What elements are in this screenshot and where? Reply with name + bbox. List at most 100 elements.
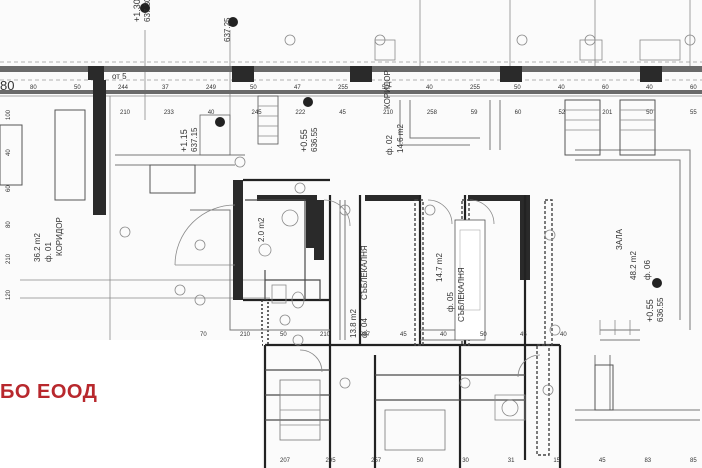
room-label-04: 13.8 m2 ф. 04 СЪБЛЕКАЛНЯ — [349, 245, 369, 338]
dimension-label: 210 — [6, 253, 12, 264]
svg-text:ф. 06: ф. 06 — [643, 260, 652, 280]
dimension-label: 257 — [360, 332, 371, 338]
dimension-label: 80 — [6, 221, 12, 228]
dimension-label: 60 — [6, 185, 12, 192]
dimension-label: 257 — [371, 458, 382, 464]
dimension-label: 210 — [383, 110, 394, 116]
dimension-label: 255 — [338, 85, 349, 91]
dimension-label: 60 — [690, 85, 697, 91]
svg-text:ЗАЛА: ЗАЛА — [615, 228, 624, 250]
svg-text:+0.55: +0.55 — [645, 299, 655, 322]
svg-text:ф. 01: ф. 01 — [44, 242, 53, 262]
svg-text:+1.15: +1.15 — [179, 129, 189, 152]
lower-left-blank — [0, 340, 262, 468]
dimension-label: 50 — [280, 332, 287, 338]
dimension-label: 40 — [426, 85, 433, 91]
dimension-label: 207 — [280, 458, 291, 464]
dimension-label: 258 — [427, 110, 438, 116]
dimension-label: 83 — [644, 458, 651, 464]
dimension-label: 201 — [602, 110, 613, 116]
elevation-1: +1.30 637.30 — [132, 0, 152, 22]
svg-text:637.25: 637.25 — [223, 17, 232, 42]
dimension-label: 85 — [690, 458, 697, 464]
dimension-label: 40 — [646, 85, 653, 91]
dimension-label: 70 — [200, 332, 207, 338]
dimension-label: 222 — [295, 110, 306, 116]
dimension-label: 45 — [339, 110, 346, 116]
dimension-label: 210 — [240, 332, 251, 338]
dimension-label: 80 — [30, 85, 37, 91]
stair — [257, 95, 279, 145]
dimension-label: 31 — [508, 458, 515, 464]
dimension-label: 233 — [164, 110, 175, 116]
dimension-row-bottom: 207 205 257 50 30 31 15 45 83 85 — [280, 458, 697, 464]
dimension-label: 15 — [553, 458, 560, 464]
dimension-label: 205 — [326, 458, 337, 464]
dimension-label: 60 — [515, 110, 522, 116]
svg-text:КОРИДОР: КОРИДОР — [55, 217, 64, 256]
svg-text:636.55: 636.55 — [310, 127, 319, 152]
svg-text:13.8 m2: 13.8 m2 — [349, 309, 358, 338]
dimension-label: 59 — [471, 110, 478, 116]
dimension-label: 50 — [514, 85, 521, 91]
dimension-label: 50 — [382, 85, 389, 91]
door-swings — [174, 199, 541, 378]
dimension-row-low: 70 210 50 210 257 45 40 50 45 40 — [200, 332, 567, 338]
dimension-label: 40 — [558, 85, 565, 91]
dimension-label: 47 — [294, 85, 301, 91]
dimension-label: 100 — [6, 109, 12, 120]
interior-walls — [93, 80, 562, 468]
svg-text:14.7 m2: 14.7 m2 — [435, 253, 444, 282]
svg-text:ф. 02: ф. 02 — [385, 135, 394, 155]
svg-text:СЪБЛЕКАЛНЯ: СЪБЛЕКАЛНЯ — [360, 245, 369, 300]
svg-text:СЪБЛЕКАЛНЯ: СЪБЛЕКАЛНЯ — [457, 267, 466, 322]
svg-text:637.15: 637.15 — [190, 127, 199, 152]
dimension-label: 40 — [560, 332, 567, 338]
dimension-label: 40 — [440, 332, 447, 338]
dimension-column-left: 100 40 60 80 210 120 — [6, 109, 12, 300]
dimension-label: 45 — [520, 332, 527, 338]
svg-text:ф. 04: ф. 04 — [360, 318, 369, 338]
corner-label: 80 — [0, 78, 14, 93]
svg-text:ф. 05: ф. 05 — [446, 292, 455, 312]
svg-text:637.30: 637.30 — [143, 0, 152, 22]
elevation-2: 637.25 — [223, 17, 232, 42]
svg-text:14.6 m2: 14.6 m2 — [396, 124, 405, 153]
room-label-05: 14.7 m2 ф. 05 СЪБЛЕКАЛНЯ — [435, 253, 466, 322]
company-watermark: БО ЕООД — [0, 381, 97, 403]
dimension-label: 50 — [480, 332, 487, 338]
dimension-label: 210 — [320, 332, 331, 338]
room-label-06: ЗАЛА 48.2 m2 ф. 06 — [615, 228, 652, 280]
elevation-3: +1.15 637.15 — [179, 127, 199, 152]
svg-text:36.2 m2: 36.2 m2 — [33, 233, 42, 262]
room-label-wc: 2.0 m2 — [257, 217, 266, 242]
dimension-label: 30 — [462, 458, 469, 464]
svg-text:+0.55: +0.55 — [299, 129, 309, 152]
dimension-label: 60 — [602, 85, 609, 91]
dimension-label: 40 — [6, 149, 12, 156]
dimension-label: 244 — [118, 85, 129, 91]
dimension-label: 50 — [417, 458, 424, 464]
svg-text:2.0 m2: 2.0 m2 — [257, 217, 266, 242]
dimension-label: 50 — [250, 85, 257, 91]
dimension-label: 255 — [470, 85, 481, 91]
dimension-label: 210 — [120, 110, 131, 116]
svg-text:48.2 m2: 48.2 m2 — [629, 251, 638, 280]
room-label-02: ф. 02 14.6 m2 КОРИДОР — [383, 70, 405, 155]
outer-walls — [0, 66, 702, 94]
dimension-label: 120 — [6, 289, 12, 300]
svg-text:КОРИДОР: КОРИДОР — [383, 70, 392, 109]
dimension-label: 50 — [74, 85, 81, 91]
section-markers — [119, 3, 696, 396]
dimension-label: 45 — [400, 332, 407, 338]
svg-text:+1.30: +1.30 — [132, 0, 142, 22]
dimension-label: 45 — [599, 458, 606, 464]
dimension-label: 37 — [162, 85, 169, 91]
elevation-4: +0.55 636.55 — [299, 127, 319, 152]
furniture — [0, 39, 681, 451]
dimension-label: 40 — [208, 110, 215, 116]
